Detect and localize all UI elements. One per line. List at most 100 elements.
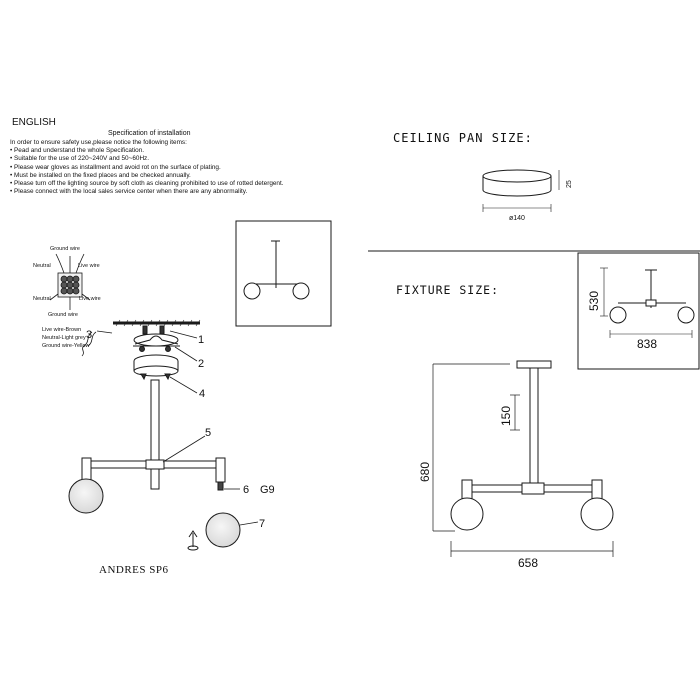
screw [159,325,165,335]
part-number: 4 [199,388,205,400]
dimension-label: 25 [566,180,573,188]
dimension-label: 150 [499,406,513,426]
part-number: 7 [259,518,265,530]
canopy-screw [140,373,147,381]
dimension-label: 680 [418,462,432,482]
glass-shade-right [580,497,614,531]
fixture-preview [235,220,332,327]
part-number: 2 [198,358,204,370]
wire-legend-item: Live wire-Brown [42,327,81,333]
inset-glass [609,306,627,324]
ceiling-pan-drawing [482,169,560,212]
rod [529,367,539,486]
ceiling-pan-title: CEILING PAN SIZE: [393,131,533,145]
neutral-wire-bottom [49,293,59,301]
glass-shade-left [450,497,484,531]
terminal-screw [72,275,80,283]
ceiling-pan-bottom [482,189,552,197]
leader-line [162,435,206,463]
canopy-screw [164,373,171,381]
screw [142,325,148,335]
assembly-drawing [68,319,259,551]
dimension-label: ø140 [509,215,525,222]
wire-label: Live wire [79,296,101,302]
wire-label: Live wire [78,263,100,269]
leader-line [96,330,113,334]
part-number: 5 [205,427,211,439]
lampholder-right [591,479,603,501]
part-number: 3 [86,329,92,341]
glass-shade-left [68,478,104,514]
live-wire-bottom [81,293,91,301]
preview-glass [292,282,310,300]
part-number: G9 [260,484,275,496]
preview-frame [235,220,332,327]
canopy [516,360,552,369]
spec-item: • Please wear gloves as installment and … [10,163,221,171]
up-arrow-icon [188,530,198,547]
dimension-label: 530 [587,291,601,311]
terminal-screw [72,287,80,295]
wire-legend-item: Ground wire-Yellow [42,343,90,349]
ceiling-hatch [115,319,201,327]
preview-glass [243,282,261,300]
terminal-screw [60,287,68,295]
spec-item: • Suitable for the use of 220~240V and 5… [10,155,150,163]
arm-hub [145,459,165,470]
spec-item: • Please turn off the lighting source by… [10,180,284,188]
spec-item: • Pead and understand the whole Specific… [10,147,145,155]
spec-list: In order to ensure safety use,please not… [10,139,284,196]
terminal-screw [60,275,68,283]
dimension-label: 658 [518,556,538,570]
wiring-diagram [49,253,97,357]
wire-legend-item: Neutral-Light grey [42,335,86,341]
terminal-screw [72,281,80,289]
spec-item: • Must be installed on the fixed places … [10,171,191,179]
fixture-size-title: FIXTURE SIZE: [396,283,500,297]
spec-title: Specification of installation [108,130,191,137]
supply-cable [81,331,93,357]
wire-label: Neutral [33,296,51,302]
part-number: 1 [198,334,204,346]
mounting-bracket [134,335,179,345]
supply-cable [87,331,97,347]
ceiling-pan-top [482,169,552,183]
wire-label: Ground wire [50,246,80,252]
inset-glass [677,306,695,324]
fixture-inset [577,252,700,370]
language-label: ENGLISH [12,117,56,128]
rod [150,379,160,466]
bracket-screw [165,346,171,352]
terminal-screw [66,281,74,289]
wire-label: Ground wire [48,312,78,318]
leader-line [169,376,198,394]
part-number: 6 [243,484,249,496]
spec-item: In order to ensure safety use,please not… [10,139,187,146]
arm-hub [521,482,545,495]
lampholder-right [215,457,226,483]
terminal-screw [66,287,74,295]
model-name: ANDRES SP6 [99,564,169,576]
rod-lower [150,468,160,490]
dimension-label: 838 [637,337,657,351]
neutral-wire-top [55,253,65,274]
canopy-top [133,333,179,347]
leader-line [169,330,198,339]
bulb-base-icon [187,545,199,551]
leader-line [174,346,198,362]
terminal-screw [60,281,68,289]
wire-label: Neutral [33,263,51,269]
terminal-screw [66,275,74,283]
inset-hub [645,299,657,307]
glass-shade [205,512,241,548]
fixture-dimension-drawing [432,360,614,557]
g9-bulb [217,481,224,491]
bracket-screw [139,346,145,352]
leader-line [239,521,259,526]
lampholder-left [461,479,473,501]
live-wire-top [75,253,85,274]
spec-item: • Please connect with the local sales se… [10,188,248,196]
inset-frame [577,252,700,370]
